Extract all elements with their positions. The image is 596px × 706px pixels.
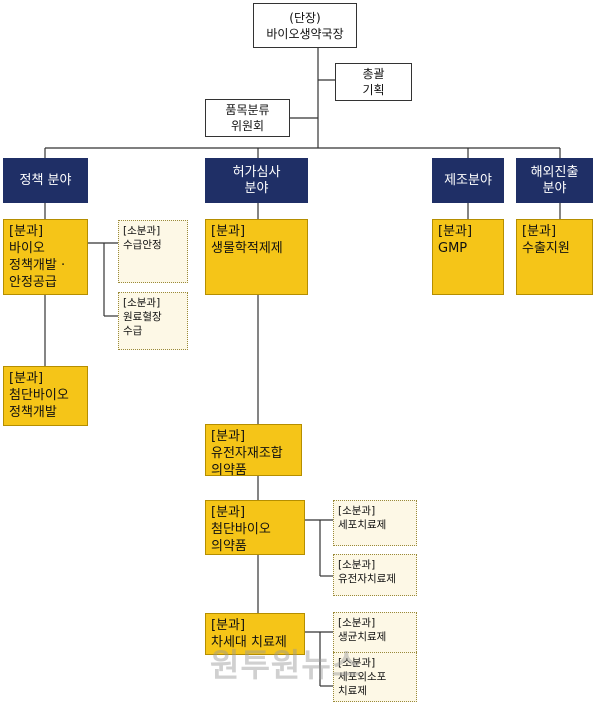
header-manufacturing: 제조분야	[432, 158, 504, 203]
header-policy: 정책 분야	[3, 158, 88, 203]
header-overseas: 해외진출 분야	[516, 158, 593, 203]
director-role: (단장)	[289, 10, 321, 25]
subdivision-supply-stability: [소분과] 수급안정	[118, 220, 188, 283]
subdivision-extracellular-vesicle: [소분과] 세포외소포 치료제	[333, 652, 417, 702]
division-advanced-bio-policy: [분과] 첨단바이오 정책개발	[3, 366, 88, 426]
division-bio-policy: [분과] 바이오 정책개발 · 안정공급	[3, 219, 88, 295]
division-biologics: [분과] 생물학적제제	[205, 219, 308, 295]
division-next-gen-therapy: [분과] 차세대 치료제	[205, 613, 305, 655]
header-approval: 허가심사 분야	[205, 158, 308, 203]
division-recombinant: [분과] 유전자재조합 의약품	[205, 424, 302, 478]
division-gmp: [분과] GMP	[432, 219, 504, 295]
subdivision-cell-therapy: [소분과] 세포치료제	[333, 500, 417, 546]
subdivision-raw-plasma: [소분과] 원료혈장 수급	[118, 292, 188, 350]
subdivision-gene-therapy: [소분과] 유전자치료제	[333, 554, 417, 596]
director-box: (단장) 바이오생약국장	[253, 3, 357, 48]
planning-box: 총괄 기획	[335, 63, 412, 101]
watermark: 원투원뉴스	[210, 646, 363, 684]
division-export-support: [분과] 수출지원	[516, 219, 593, 295]
division-advanced-bio-drugs: [분과] 첨단바이오 의약품	[205, 500, 305, 555]
classification-committee-box: 품목분류 위원회	[205, 99, 290, 137]
director-title: 바이오생약국장	[266, 26, 344, 41]
